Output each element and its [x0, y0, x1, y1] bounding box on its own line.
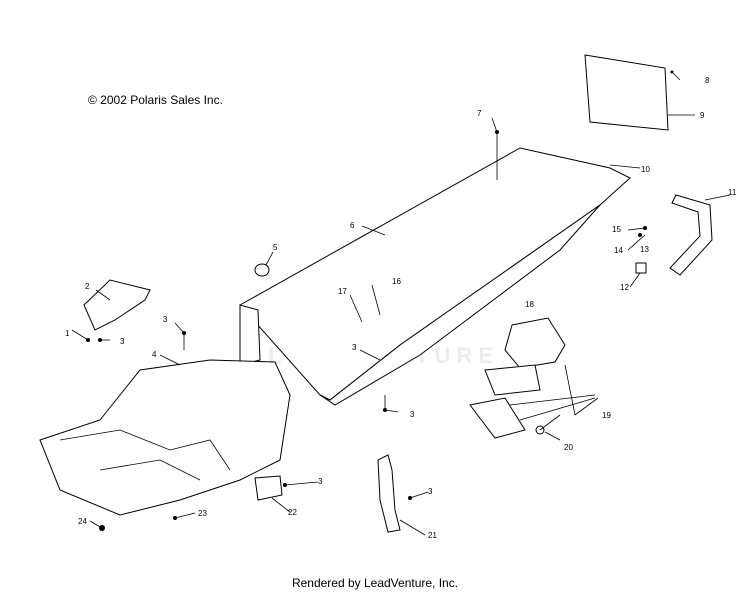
part-6-tunnel-side [319, 204, 601, 406]
callout-2: 2 [85, 282, 90, 291]
callout-8: 8 [705, 76, 710, 85]
callout-24: 24 [78, 517, 87, 526]
part-4-bulkhead-inner [59, 429, 231, 471]
part-18-bracket [504, 317, 566, 369]
callout-3-c: 3 [352, 343, 357, 352]
copyright-text: © 2002 Polaris Sales Inc. [88, 93, 223, 107]
part-12 [635, 262, 647, 274]
callout-15: 15 [612, 225, 621, 234]
part-4-bulkhead [39, 359, 291, 516]
part-19-shaft-2 [519, 397, 596, 421]
callout-4: 4 [152, 350, 157, 359]
callout-3-d: 3 [410, 410, 415, 419]
callout-3-e: 3 [318, 477, 323, 486]
callout-12: 12 [620, 283, 629, 292]
callout-1: 1 [65, 329, 70, 338]
part-9-panel [584, 54, 669, 131]
part-6-tunnel [239, 147, 631, 401]
callout-18: 18 [525, 300, 534, 309]
part-21-bracket [377, 454, 401, 533]
callout-7: 7 [477, 109, 482, 118]
callout-14: 14 [614, 246, 623, 255]
part-19-plate [469, 397, 526, 439]
fasteners [86, 70, 674, 531]
part-2-bracket [83, 279, 151, 331]
callout-22: 22 [288, 508, 297, 517]
part-6-tunnel-rear [239, 304, 261, 366]
part-19-shaft [509, 394, 596, 406]
callout-23: 23 [198, 509, 207, 518]
callout-11: 11 [728, 188, 737, 197]
callout-19: 19 [602, 411, 611, 420]
leader-lines [71, 71, 731, 536]
callout-5: 5 [273, 243, 278, 252]
part-5-grommet [254, 263, 270, 277]
callout-3-b: 3 [120, 337, 125, 346]
footer-credit: Rendered by LeadVenture, Inc. [291, 576, 459, 590]
callout-10: 10 [641, 165, 650, 174]
callout-3-a: 3 [163, 315, 168, 324]
part-19-mount [484, 364, 541, 396]
callout-13: 13 [640, 245, 649, 254]
callout-3-f: 3 [428, 487, 433, 496]
callout-6: 6 [350, 221, 355, 230]
part-11-bumper [669, 194, 713, 276]
part-4-bulkhead-inner-2 [99, 459, 201, 481]
callout-9: 9 [700, 111, 705, 120]
callout-16: 16 [392, 277, 401, 286]
callout-20: 20 [564, 443, 573, 452]
part-22-bracket [254, 475, 283, 501]
callout-21: 21 [428, 531, 437, 540]
callout-17: 17 [338, 287, 347, 296]
